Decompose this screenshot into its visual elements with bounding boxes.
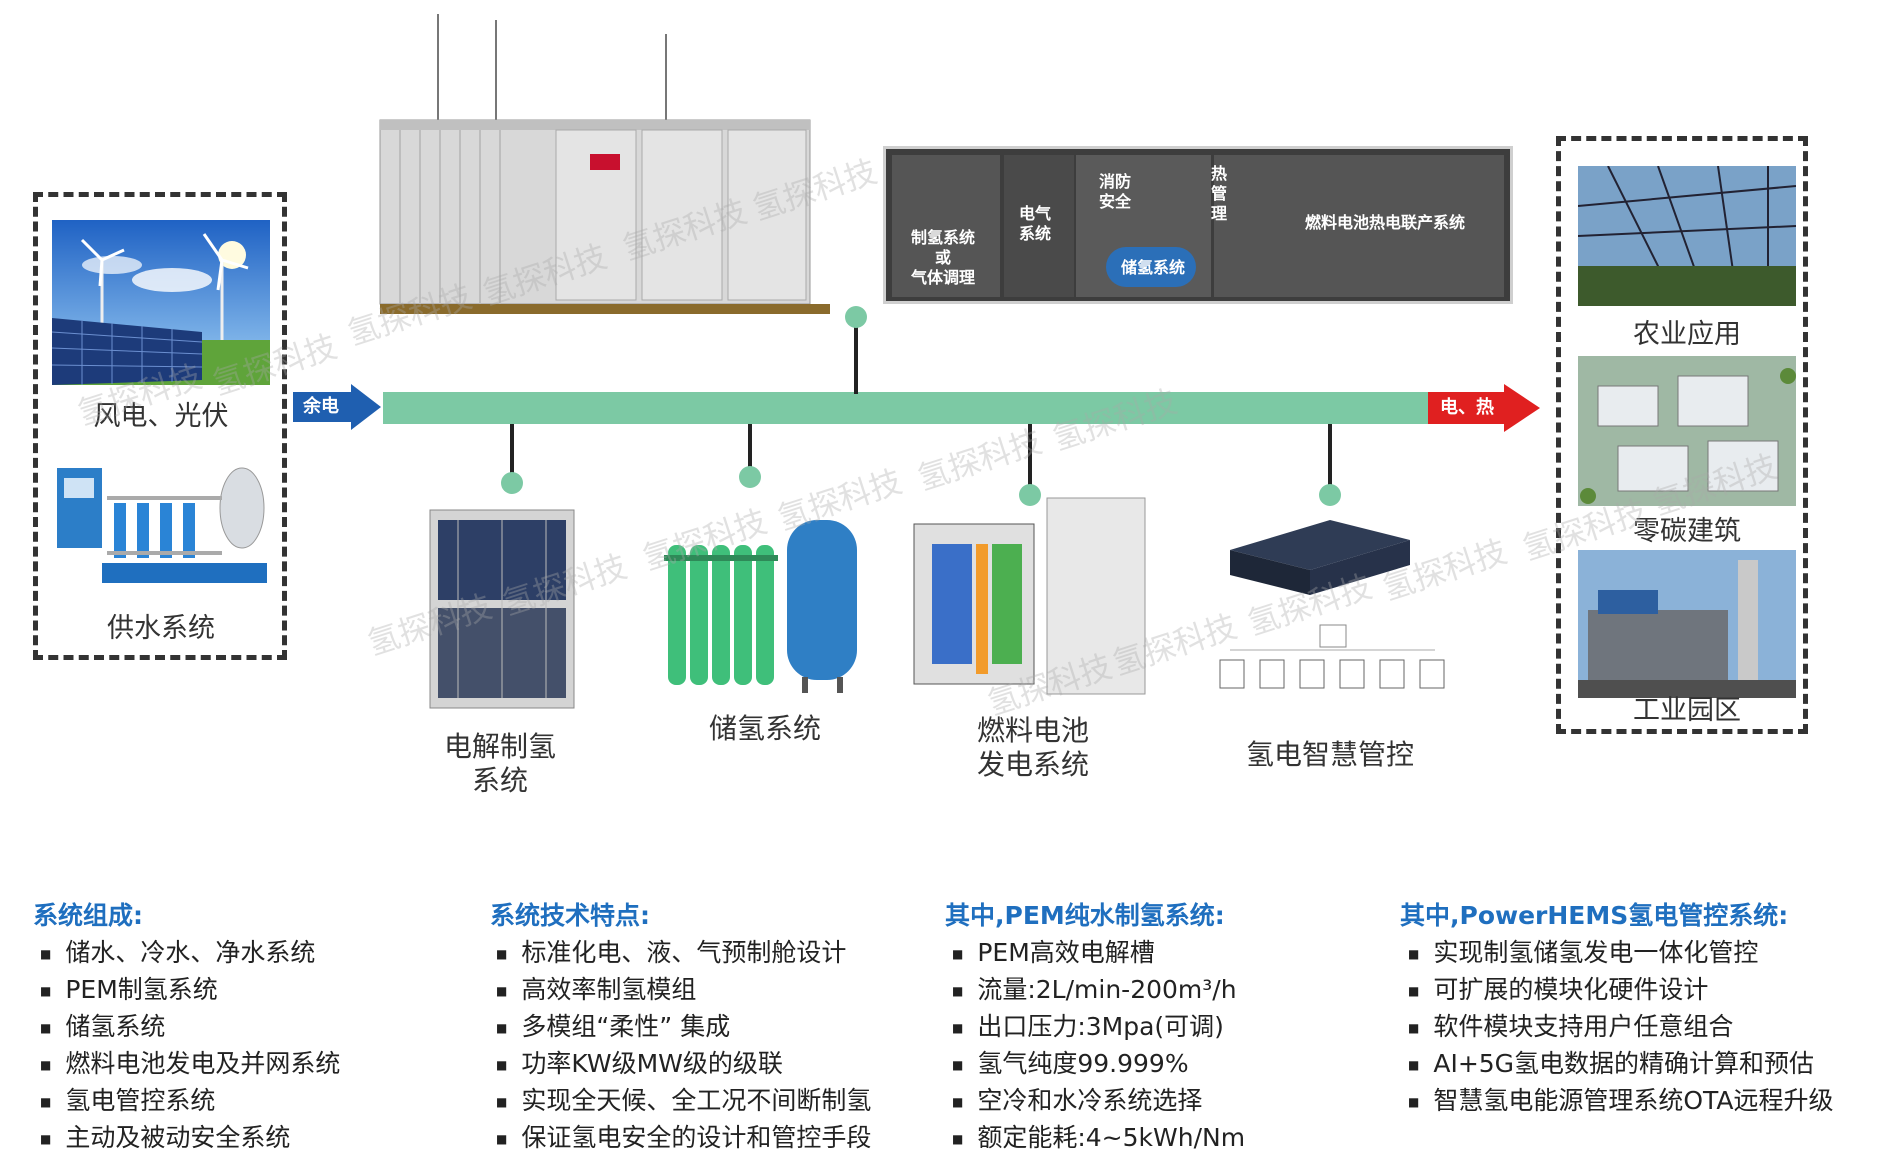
industrial-park-label: 工业园区	[1633, 695, 1741, 726]
list-item: 流量:2L/min-200m³/h	[952, 971, 1245, 1008]
energy-bus-bar	[383, 392, 1429, 424]
list-item: 氢气纯度99.999%	[952, 1045, 1245, 1082]
water-supply-label: 供水系统	[107, 613, 215, 644]
list-item: 出口压力:3Mpa(可调)	[952, 1008, 1245, 1045]
module-connector-1	[510, 424, 514, 482]
column-title-tech-features: 系统技术特点:	[490, 901, 650, 930]
module-connector-dot-4	[1319, 484, 1341, 506]
module-connector-3	[1028, 424, 1032, 490]
container-connector	[854, 318, 858, 394]
input-sources-box	[33, 192, 287, 660]
list-item: 标准化电、液、气预制舱设计	[496, 934, 871, 971]
module-electrolyzer-label: 电解制氢 系统	[443, 730, 556, 797]
zero-carbon-building-label: 零碳建筑	[1633, 516, 1741, 547]
module-connector-dot-2	[739, 466, 761, 488]
output-tag-label: 电、热	[1440, 397, 1494, 418]
module-connector-dot-1	[501, 472, 523, 494]
list-item: 多模组“柔性” 集成	[496, 1008, 871, 1045]
plan-storage-label: 储氢系统	[1120, 258, 1185, 277]
input-tag-label: 余电	[303, 396, 339, 417]
agriculture-label: 农业应用	[1633, 319, 1741, 350]
plan-hydrogen-prod-label: 制氢系统 或 气体调理	[910, 228, 975, 287]
list-item: 储氢系统	[40, 1008, 340, 1045]
smart-control-photo	[1210, 510, 1450, 720]
list-item: 实现制氢储氢发电一体化管控	[1408, 934, 1833, 971]
container-floor-plan	[883, 146, 1513, 304]
list-item: 燃料电池发电及并网系统	[40, 1045, 340, 1082]
list-item: 保证氢电安全的设计和管控手段	[496, 1119, 871, 1156]
wind-solar-label: 风电、光伏	[93, 401, 229, 432]
list-item: AI+5G氢电数据的精确计算和预估	[1408, 1045, 1833, 1082]
list-item: 可扩展的模块化硬件设计	[1408, 971, 1833, 1008]
plan-fire-safety-label: 消防 安全	[1098, 172, 1131, 211]
list-item: 软件模块支持用户任意组合	[1408, 1008, 1833, 1045]
industrial-park-photo	[1578, 550, 1796, 698]
list-item: PEM高效电解槽	[952, 934, 1245, 971]
column-list-composition: 储水、冷水、净水系统 PEM制氢系统 储氢系统 燃料电池发电及并网系统 氢电管控…	[40, 934, 340, 1156]
electrolyzer-photo	[428, 508, 576, 710]
output-arrow	[1428, 384, 1540, 432]
list-item: 高效率制氢模组	[496, 971, 871, 1008]
wind-solar-photo	[52, 220, 270, 385]
list-item: 智慧氢电能源管理系统OTA远程升级	[1408, 1082, 1833, 1119]
module-connector-4	[1328, 424, 1332, 490]
module-fuel-cell-label: 燃料电池 发电系统	[976, 714, 1089, 781]
module-smart-control-label: 氢电智慧管控	[1245, 738, 1414, 771]
column-list-powerhems: 实现制氢储氢发电一体化管控 可扩展的模块化硬件设计 软件模块支持用户任意组合 A…	[1408, 934, 1833, 1119]
module-storage-label: 储氢系统	[708, 712, 821, 745]
list-item: 实现全天候、全工况不间断制氢	[496, 1082, 871, 1119]
hydrogen-storage-photo	[662, 515, 862, 695]
container-photo	[370, 14, 830, 322]
list-item: 空冷和水冷系统选择	[952, 1082, 1245, 1119]
plan-electrical-label: 电气 系统	[1018, 204, 1051, 243]
input-arrow	[293, 384, 381, 430]
column-title-pem: 其中,PEM纯水制氢系统:	[945, 901, 1225, 930]
water-supply-photo	[52, 448, 270, 598]
plan-chp-label: 燃料电池热电联产系统	[1304, 213, 1465, 232]
list-item: PEM制氢系统	[40, 971, 340, 1008]
column-title-powerhems: 其中,PowerHEMS氢电管控系统:	[1400, 901, 1789, 930]
module-connector-2	[748, 424, 752, 476]
fuel-cell-photo	[912, 494, 1148, 698]
agriculture-photo	[1578, 166, 1796, 306]
list-item: 主动及被动安全系统	[40, 1119, 340, 1156]
list-item: 氢电管控系统	[40, 1082, 340, 1119]
container-connector-dot	[845, 306, 867, 328]
column-list-pem: PEM高效电解槽 流量:2L/min-200m³/h 出口压力:3Mpa(可调)…	[952, 934, 1245, 1156]
applications-box	[1556, 136, 1808, 734]
column-title-composition: 系统组成:	[33, 901, 143, 930]
module-connector-dot-3	[1019, 484, 1041, 506]
column-list-tech-features: 标准化电、液、气预制舱设计 高效率制氢模组 多模组“柔性” 集成 功率KW级MW…	[496, 934, 871, 1156]
list-item: 额定能耗:4~5kWh/Nm	[952, 1119, 1245, 1156]
list-item: 功率KW级MW级的级联	[496, 1045, 871, 1082]
zero-carbon-building-photo	[1578, 356, 1796, 506]
list-item: 储水、冷水、净水系统	[40, 934, 340, 971]
plan-thermal-label: 热 管 理	[1210, 164, 1227, 223]
